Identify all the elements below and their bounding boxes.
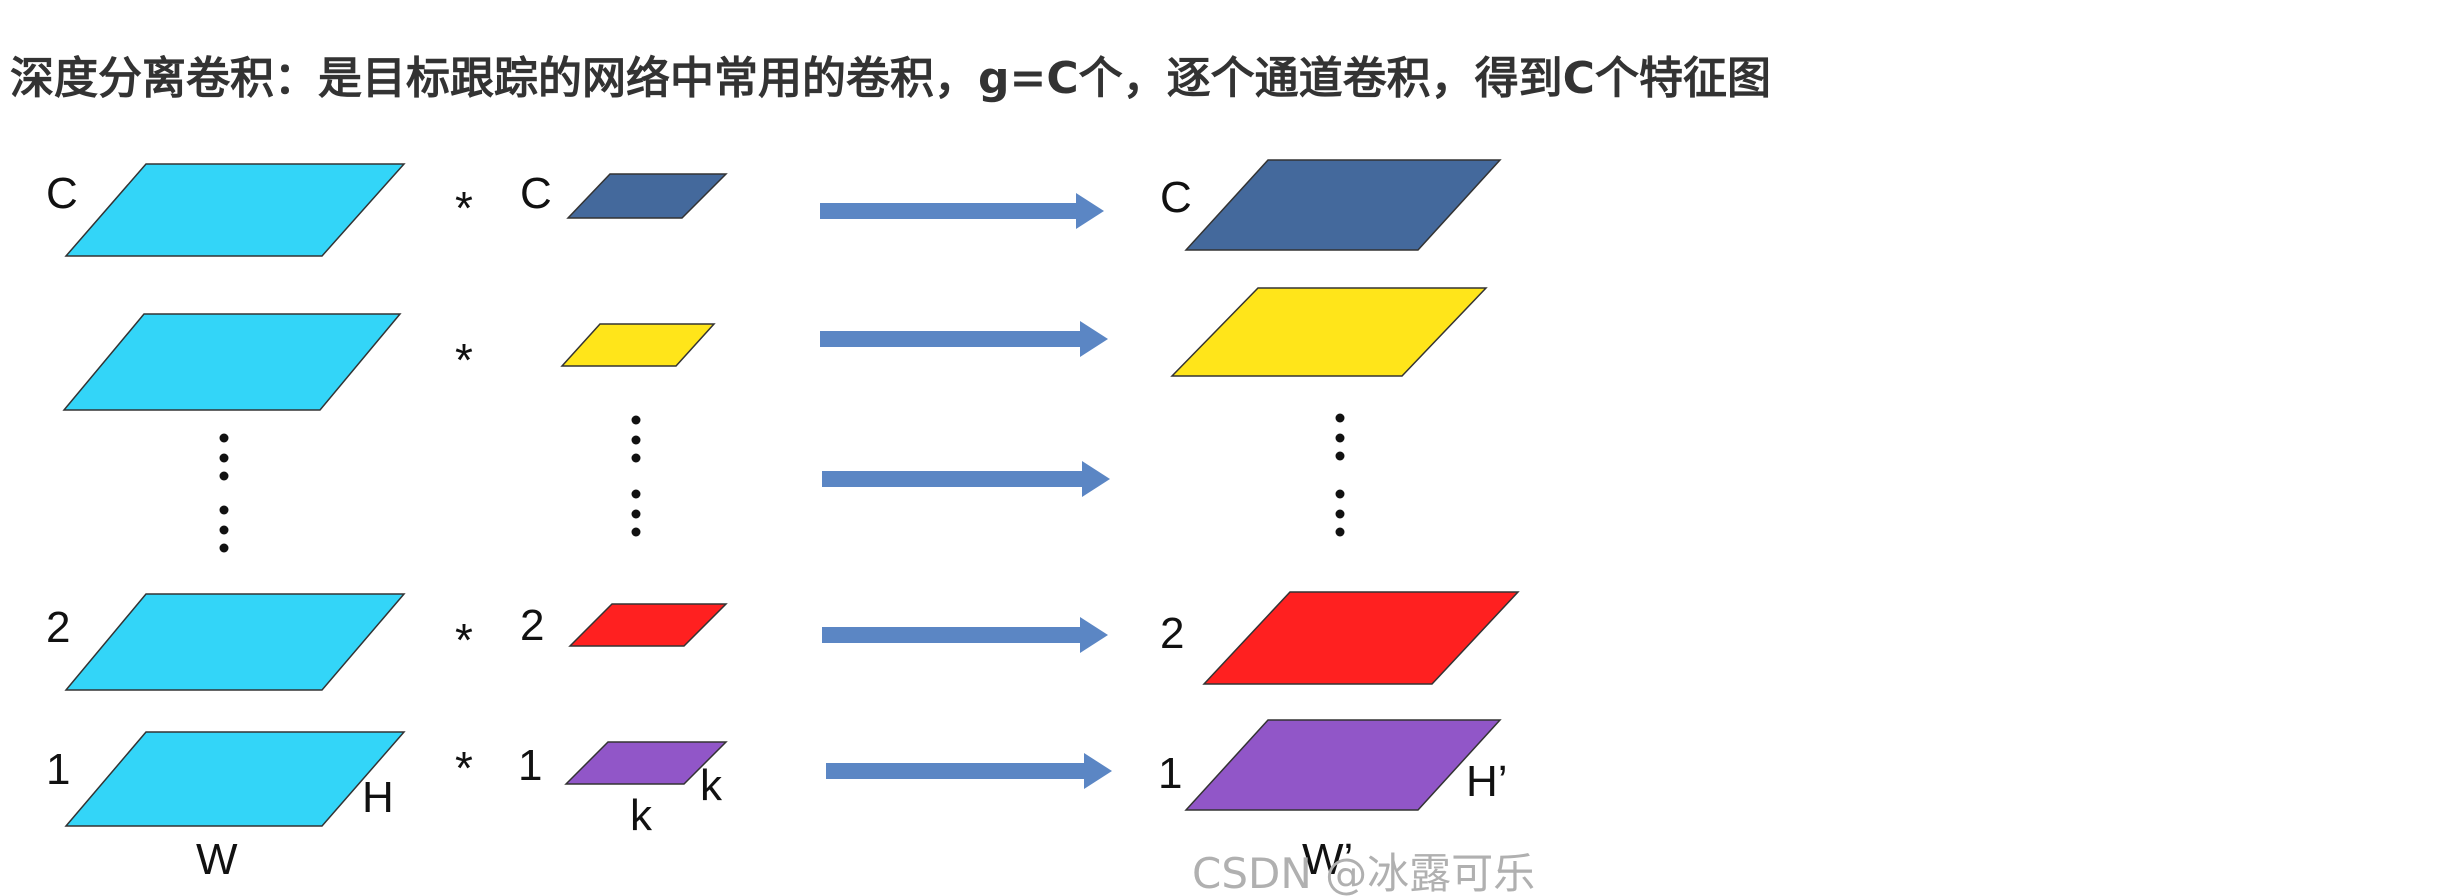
- input-dot: [219, 433, 229, 443]
- output-label-2: 2: [1160, 609, 1184, 658]
- kernel-ellipsis: [631, 415, 641, 537]
- operator-1: *: [455, 742, 473, 794]
- arrow-2: [822, 617, 1108, 653]
- operator-c: *: [455, 182, 473, 234]
- kernel-dot: [631, 527, 641, 537]
- input-width-label: W: [196, 835, 238, 884]
- input-dot: [219, 543, 229, 553]
- convolution-operators: * * * *: [455, 182, 473, 794]
- arrow-blank: [820, 321, 1108, 357]
- kernel-dot: [631, 435, 641, 445]
- kernel-dot: [631, 509, 641, 519]
- output-map-2: [1202, 591, 1520, 685]
- output-height-label: H’: [1466, 757, 1508, 806]
- watermark: CSDN @冰露可乐: [1192, 849, 1535, 896]
- input-dot: [219, 471, 229, 481]
- input-map-c: [64, 163, 406, 257]
- kernels: [560, 173, 728, 785]
- kernel-blank: [560, 323, 716, 367]
- output-map-c: [1184, 159, 1502, 251]
- input-height-label: H: [362, 773, 394, 822]
- input-dot: [219, 453, 229, 463]
- kernel-dot: [631, 453, 641, 463]
- arrow-c: [820, 193, 1104, 229]
- kernel-label-2: 2: [520, 601, 544, 650]
- output-dot: [1335, 527, 1345, 537]
- kernel-height-label: k: [700, 761, 723, 810]
- kernel-1: [564, 741, 728, 785]
- input-label-1: 1: [46, 745, 70, 794]
- input-dot: [219, 505, 229, 515]
- kernel-2: [568, 603, 728, 647]
- output-map-1: [1184, 719, 1502, 811]
- kernel-label-1: 1: [518, 741, 542, 790]
- dimension-labels: H W k k H’ W’: [196, 757, 1508, 884]
- operator-2: *: [455, 614, 473, 666]
- arrow-ellipsis: [822, 461, 1110, 497]
- page-title: 深度分离卷积：是目标跟踪的网络中常用的卷积，g=C个，逐个通道卷积，得到C个特征…: [10, 53, 1771, 104]
- input-label-2: 2: [46, 603, 70, 652]
- kernel-c: [566, 173, 728, 219]
- input-map-blank: [62, 313, 402, 411]
- output-ellipsis: [1335, 413, 1345, 537]
- output-label-c: C: [1160, 173, 1192, 222]
- kernel-dot: [631, 489, 641, 499]
- input-label-c: C: [46, 169, 78, 218]
- output-dot: [1335, 509, 1345, 519]
- input-map-2: [64, 593, 406, 691]
- output-dot: [1335, 433, 1345, 443]
- channel-labels: C 2 1 C 2 1 C 2 1: [46, 169, 1192, 798]
- output-width-label: W’: [1302, 835, 1353, 884]
- kernel-label-c: C: [520, 169, 552, 218]
- output-dot: [1335, 451, 1345, 461]
- kernel-dot: [631, 415, 641, 425]
- input-map-1: [64, 731, 406, 827]
- output-label-1: 1: [1158, 749, 1182, 798]
- input-channels: [62, 163, 406, 827]
- output-dot: [1335, 489, 1345, 499]
- operator-blank: *: [455, 334, 473, 386]
- input-dot: [219, 525, 229, 535]
- output-channels: [1170, 159, 1520, 811]
- kernel-width-label: k: [630, 791, 653, 840]
- output-dot: [1335, 413, 1345, 423]
- arrow-1: [826, 753, 1112, 789]
- arrows: [820, 193, 1112, 789]
- input-ellipsis: [219, 433, 229, 553]
- output-map-blank: [1170, 287, 1488, 377]
